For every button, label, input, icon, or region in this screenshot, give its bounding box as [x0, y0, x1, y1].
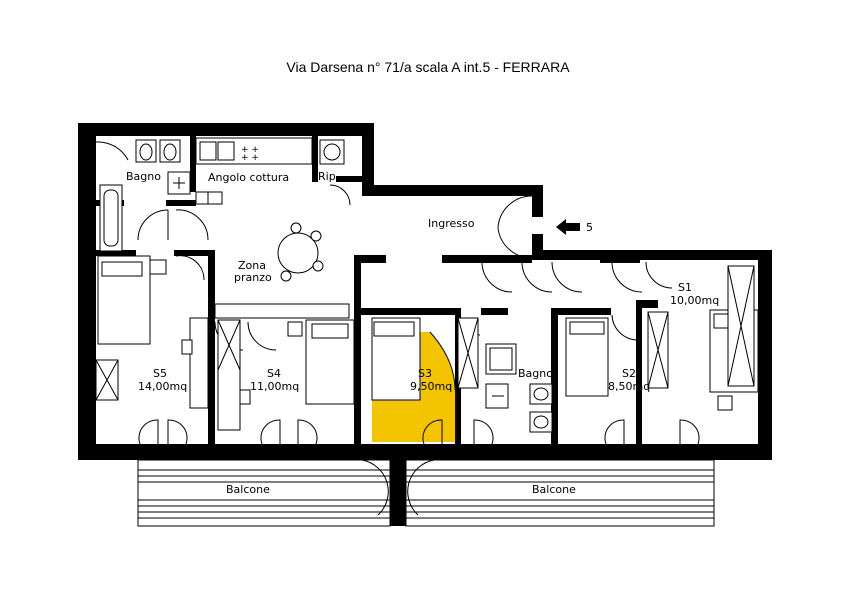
- label-bagno-1: Bagno: [126, 170, 161, 183]
- label-zona-pranzo-line2: pranzo: [234, 271, 272, 284]
- svg-text:+ +: + +: [241, 145, 259, 155]
- bagno-2-fixtures: [485, 343, 553, 433]
- dining-table: [277, 222, 324, 282]
- label-bagno-2: Bagno: [518, 367, 553, 380]
- svg-text:+ +: + +: [241, 153, 259, 163]
- label-s3-area: 9,50mq: [410, 380, 452, 393]
- kitchen-fixtures: + + + +: [195, 137, 345, 205]
- label-s1-area: 10,00mq: [670, 294, 719, 307]
- label-s2-name: S2: [622, 367, 636, 380]
- label-balcone-2: Balcone: [532, 483, 576, 496]
- label-zona-pranzo-line1: Zona: [238, 259, 266, 272]
- label-s1-name: S1: [678, 281, 692, 294]
- label-s5-name: S5: [153, 367, 167, 380]
- plan-title: Via Darsena n° 71/a scala A int.5 - FERR…: [286, 59, 570, 75]
- label-s2-area: 8,50mq: [608, 380, 650, 393]
- balconies: [137, 459, 715, 527]
- walls: [78, 123, 772, 526]
- bagno-1-fixtures: [95, 139, 191, 252]
- entrance-arrow-icon: [556, 219, 580, 235]
- label-ingresso: Ingresso: [428, 217, 475, 230]
- label-balcone-1: Balcone: [226, 483, 270, 496]
- label-s4-area: 11,00mq: [250, 380, 299, 393]
- label-angolo-cottura: Angolo cottura: [208, 171, 289, 184]
- bedroom-furniture: [95, 255, 759, 431]
- label-s4-name: S4: [267, 367, 281, 380]
- label-s3-name: S3: [418, 367, 432, 380]
- label-s5-area: 14,00mq: [138, 380, 187, 393]
- entrance-number: 5: [586, 221, 593, 234]
- label-ripostiglio: Rip.: [318, 170, 339, 183]
- s3-door-arc: [429, 331, 456, 391]
